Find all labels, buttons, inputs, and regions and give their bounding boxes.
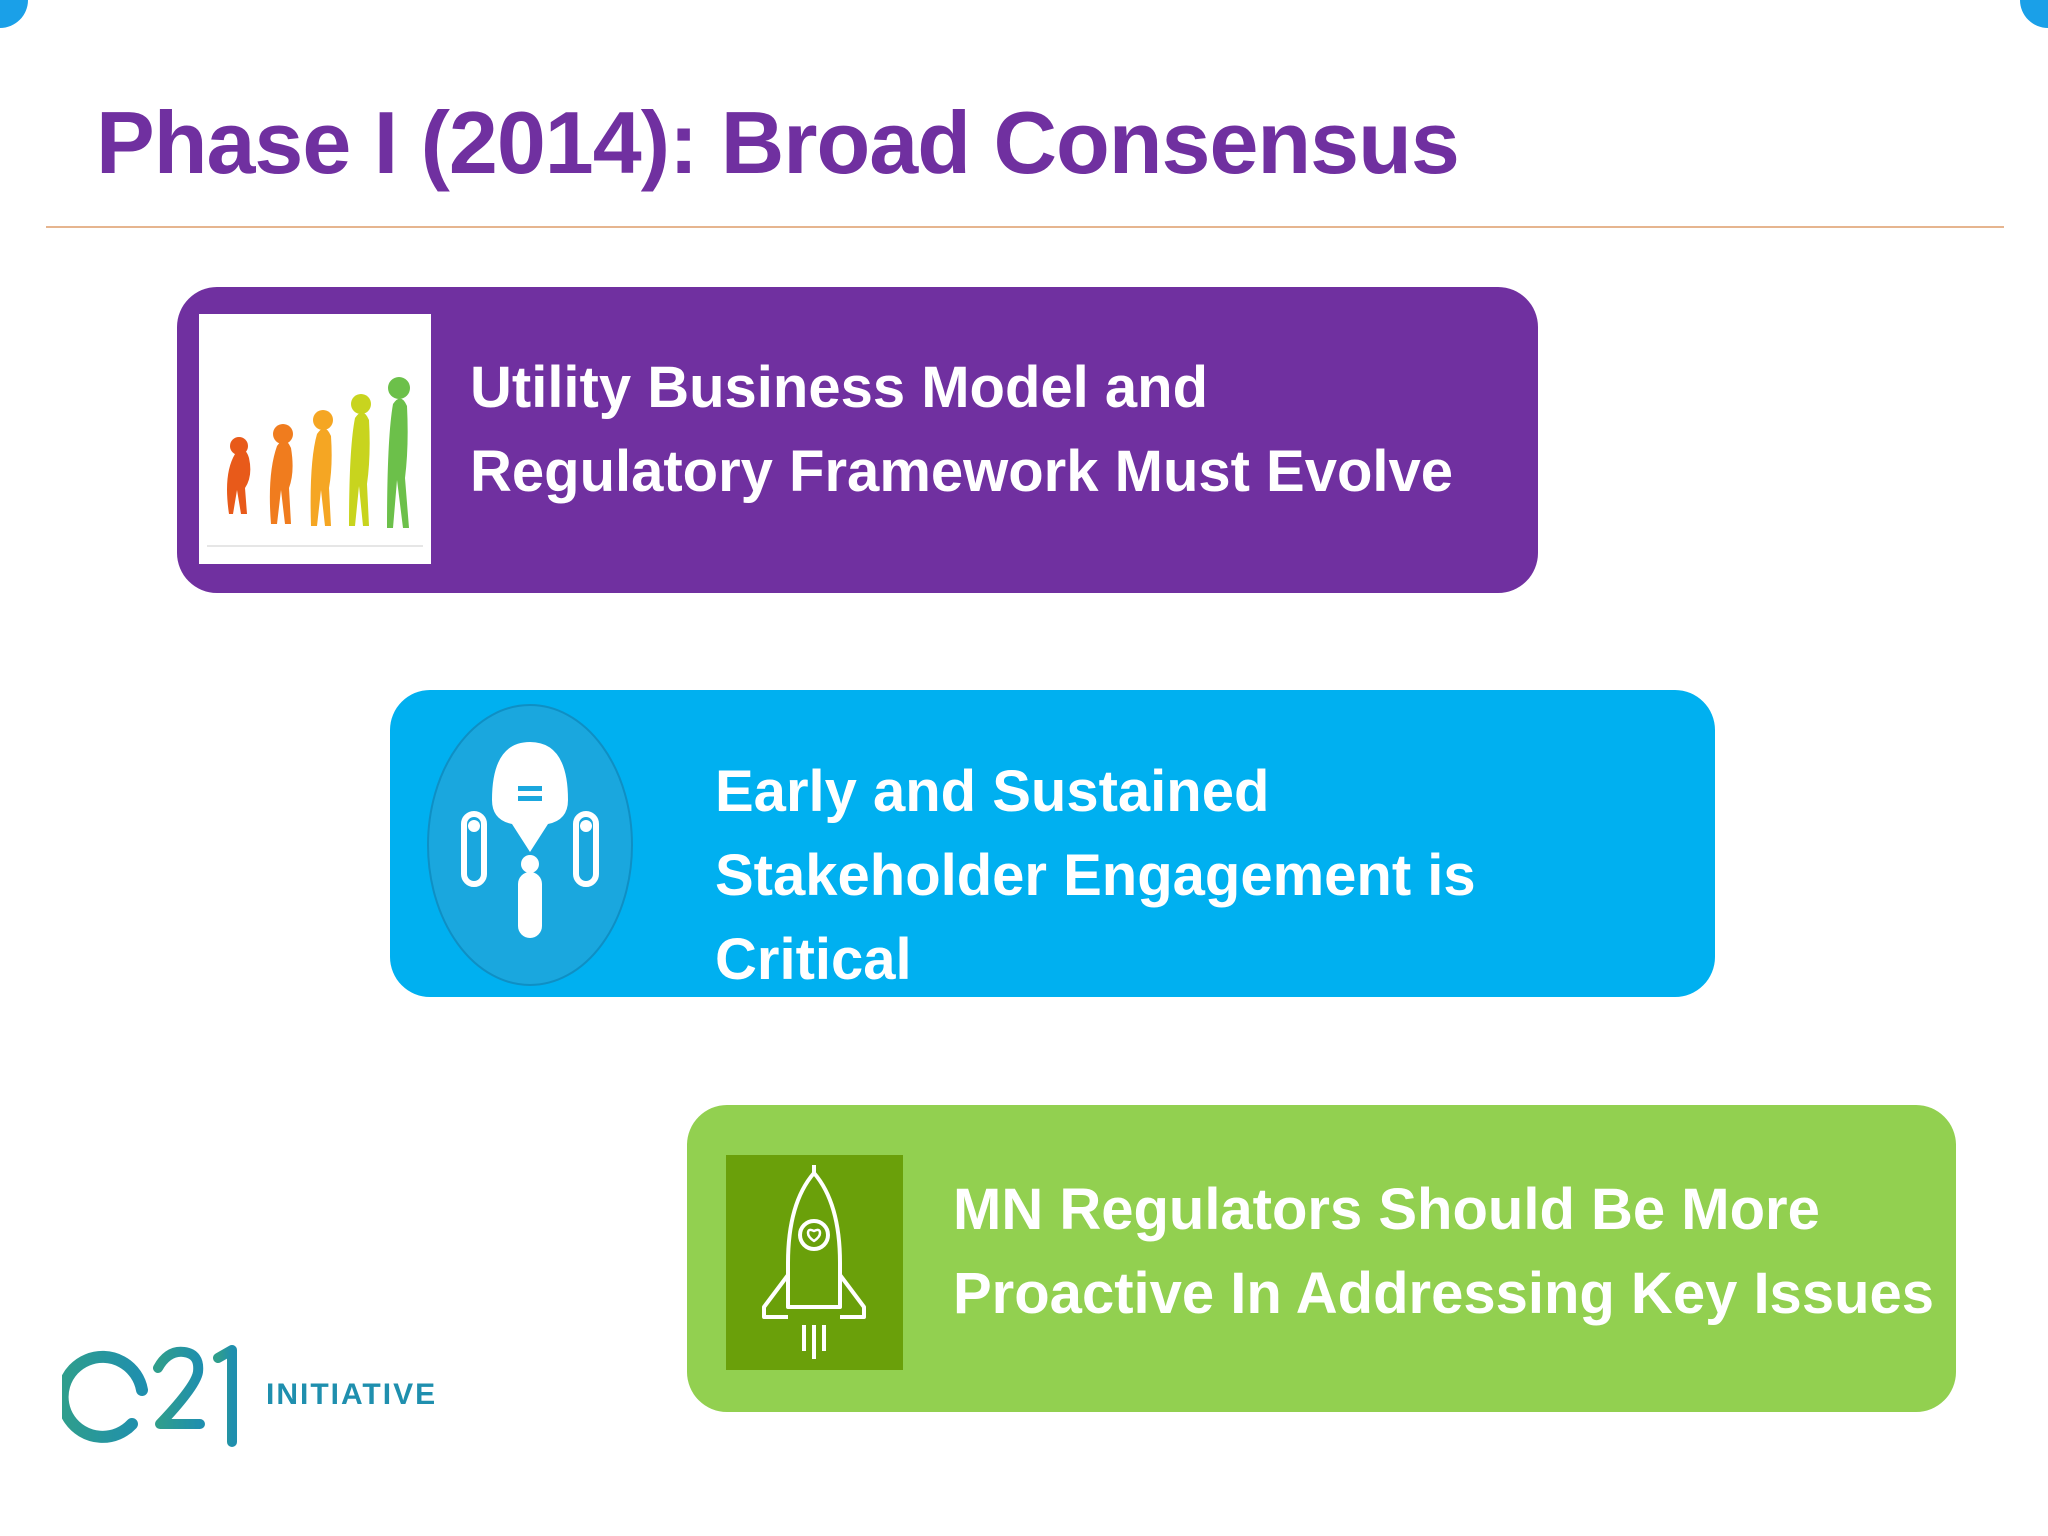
card-text-line: Proactive In Addressing Key Issues (953, 1261, 1935, 1326)
card-business-model-text: Utility Business Model and Regulatory Fr… (470, 346, 1453, 514)
card-regulators-text: MN Regulators Should Be More Proactive I… (953, 1168, 1934, 1336)
card-text-line: Regulatory Framework Must Evolve (470, 439, 1454, 504)
slide-corner-decoration (2020, 0, 2048, 28)
card-text-line: MN Regulators Should Be More (953, 1177, 1820, 1242)
stakeholder-group-icon (426, 702, 634, 987)
card-stakeholder-text: Early and Sustained Stakeholder Engageme… (715, 750, 1476, 1002)
human-evolution-icon (199, 314, 431, 564)
card-text-line: Early and Sustained (715, 759, 1270, 824)
card-text-line: Utility Business Model and (470, 355, 1208, 420)
card-text-line: Critical (715, 927, 912, 992)
logo-text: INITIATIVE (266, 1378, 438, 1411)
rocket-icon (726, 1155, 903, 1370)
slide-title: Phase I (2014): Broad Consensus (96, 93, 1460, 192)
title-divider (46, 226, 2004, 228)
card-text-line: Stakeholder Engagement is (715, 843, 1476, 908)
e21-logo (56, 1328, 432, 1458)
slide-corner-decoration (0, 0, 28, 28)
